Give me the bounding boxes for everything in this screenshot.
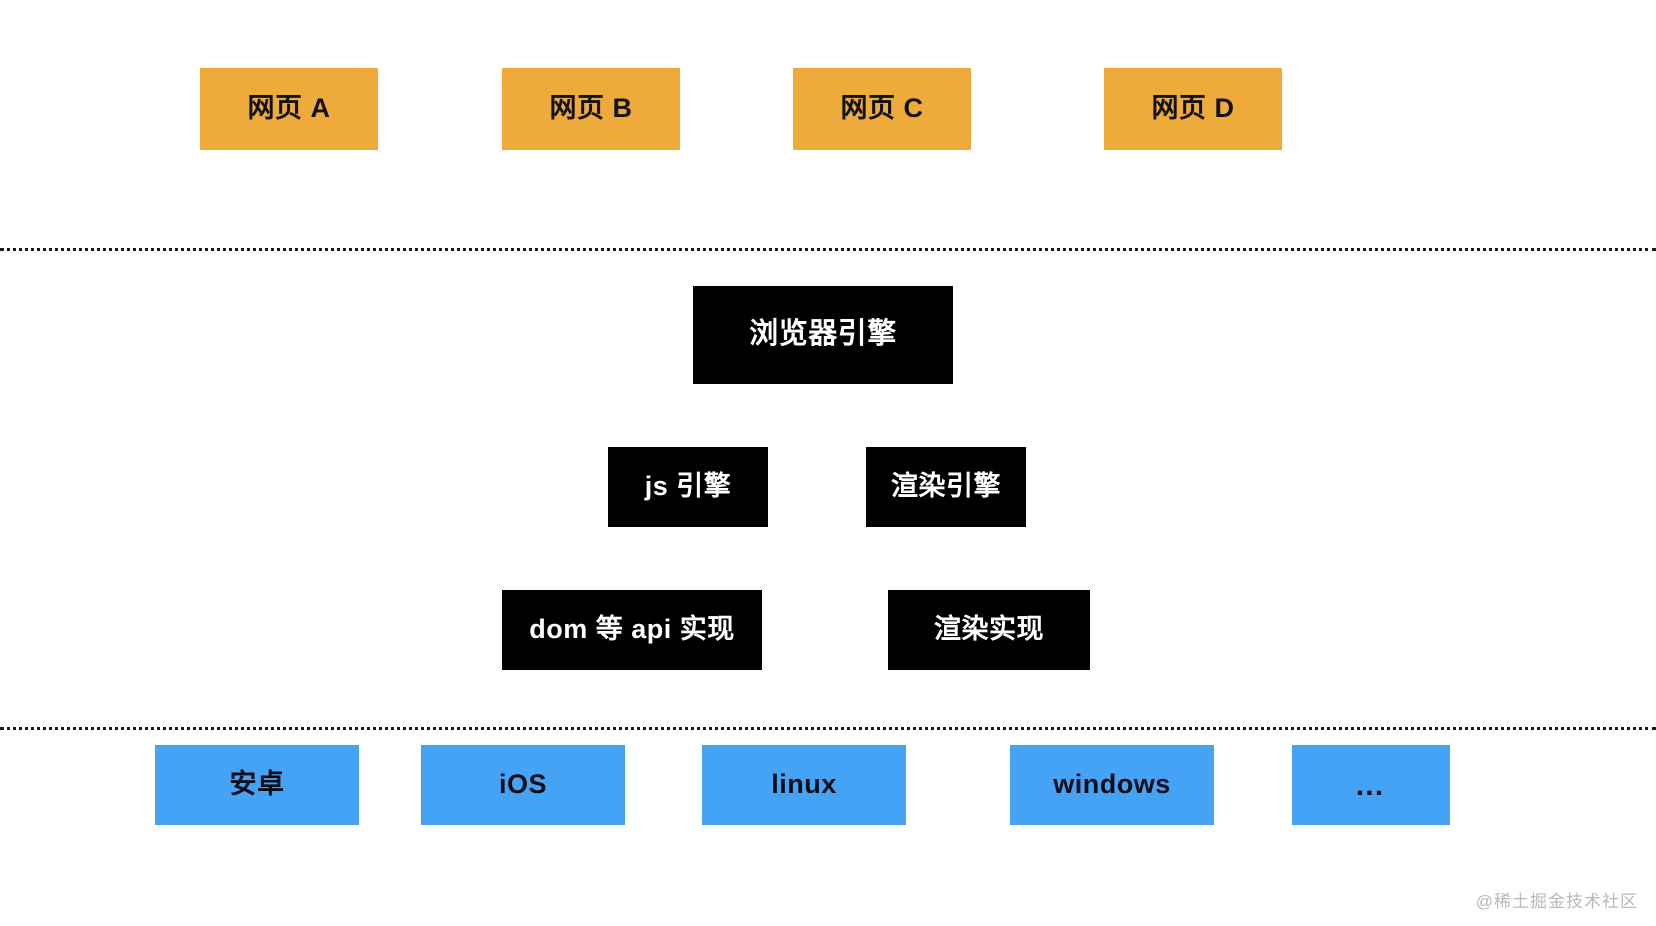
page-box-c-label: 网页 C	[840, 93, 924, 124]
browser-engine-label: 浏览器引擎	[749, 318, 897, 351]
watermark: @稀土掘金技术社区	[1475, 892, 1638, 911]
os-box-android-label: 安卓	[229, 769, 285, 800]
os-box-ios[interactable]: iOS	[421, 745, 625, 825]
os-box-windows-label: windows	[1053, 769, 1171, 800]
js-engine-box[interactable]: js 引擎	[608, 447, 768, 527]
os-box-linux[interactable]: linux	[702, 745, 906, 825]
render-engine-box[interactable]: 渲染引擎	[866, 447, 1026, 527]
os-box-windows[interactable]: windows	[1010, 745, 1214, 825]
page-box-d-label: 网页 D	[1151, 93, 1235, 124]
page-box-b[interactable]: 网页 B	[502, 68, 680, 150]
page-box-b-label: 网页 B	[549, 93, 633, 124]
page-box-a[interactable]: 网页 A	[200, 68, 378, 150]
render-impl-label: 渲染实现	[934, 614, 1044, 645]
divider-pages-engine	[0, 248, 1656, 251]
divider-engine-os	[0, 727, 1656, 730]
render-impl-box[interactable]: 渲染实现	[888, 590, 1090, 670]
os-box-more[interactable]: …	[1292, 745, 1450, 825]
os-box-ios-label: iOS	[498, 769, 547, 800]
page-box-d[interactable]: 网页 D	[1104, 68, 1282, 150]
render-engine-label: 渲染引擎	[891, 471, 1001, 502]
os-box-linux-label: linux	[771, 769, 837, 800]
page-box-c[interactable]: 网页 C	[793, 68, 971, 150]
os-box-android[interactable]: 安卓	[155, 745, 359, 825]
dom-api-impl-label: dom 等 api 实现	[529, 614, 735, 645]
page-box-a-label: 网页 A	[247, 93, 331, 124]
browser-engine-box[interactable]: 浏览器引擎	[693, 286, 953, 384]
os-box-more-label: …	[1354, 768, 1388, 802]
dom-api-impl-box[interactable]: dom 等 api 实现	[502, 590, 762, 670]
js-engine-label: js 引擎	[644, 471, 732, 502]
